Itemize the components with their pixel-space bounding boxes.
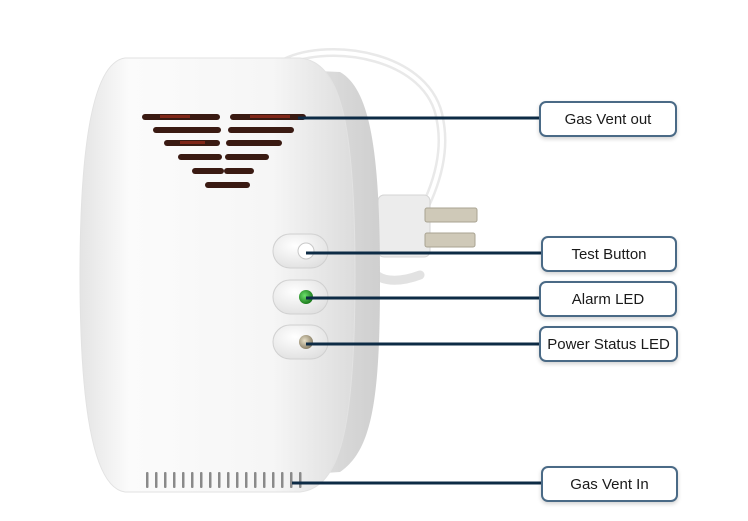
vent-slit — [218, 472, 221, 488]
bottom-vent-grille — [146, 472, 302, 488]
vent-slit — [173, 472, 176, 488]
vent-slit — [272, 472, 275, 488]
vent-slit — [146, 472, 149, 488]
power-plug — [377, 194, 478, 258]
vent-slit — [164, 472, 167, 488]
callout-label: Power Status LED — [547, 335, 670, 353]
vent-slit — [290, 472, 293, 488]
vent-slit — [182, 472, 185, 488]
vent-slit — [299, 472, 302, 488]
test-button-graphic — [272, 233, 329, 269]
callout-label: Test Button — [571, 245, 647, 263]
vent-slit — [155, 472, 158, 488]
vent-slit — [245, 472, 248, 488]
callout-label: Alarm LED — [571, 290, 645, 308]
callout-gas-vent-in: Gas Vent In — [541, 466, 678, 502]
device-front-shell — [79, 57, 356, 493]
vent-slit — [281, 472, 284, 488]
vent-red-glow — [160, 115, 290, 144]
callout-alarm-led: Alarm LED — [539, 281, 677, 317]
vent-slit — [263, 472, 266, 488]
callout-label: Gas Vent out — [564, 110, 652, 128]
vent-slit — [200, 472, 203, 488]
callout-power-status-led: Power Status LED — [539, 326, 678, 362]
callout-gas-vent-out: Gas Vent out — [539, 101, 677, 137]
vent-slit — [209, 472, 212, 488]
power-status-led-graphic — [272, 324, 329, 360]
callout-label: Gas Vent In — [570, 475, 649, 493]
vent-slit — [227, 472, 230, 488]
leader-lines — [292, 116, 541, 485]
vent-slit — [254, 472, 257, 488]
vent-slit — [236, 472, 239, 488]
vent-slit — [191, 472, 194, 488]
callout-test-button: Test Button — [541, 236, 677, 272]
